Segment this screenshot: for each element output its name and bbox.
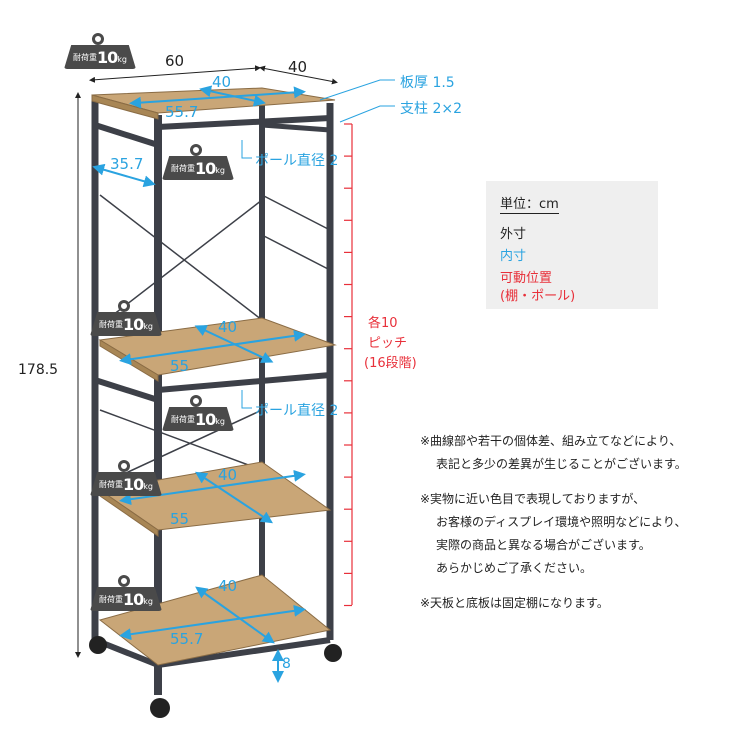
- casters: [89, 636, 342, 718]
- legend-inner: 内寸: [500, 249, 527, 264]
- height-label: 178.5: [18, 362, 59, 378]
- note-3: ※天板と底板は固定棚になります。: [420, 596, 609, 610]
- top-depth-label: 40: [212, 73, 232, 91]
- depth-label: 40: [288, 58, 308, 76]
- floor-clearance-label: 8: [282, 656, 291, 672]
- shelf2-depth-label: 40: [218, 318, 238, 336]
- width-label: 60: [165, 52, 185, 70]
- adjustable-range: (function(){const g=document.currentScri…: [344, 123, 353, 607]
- pitch-label-2: ピッチ: [368, 336, 408, 351]
- side-inner-label: 35.7: [110, 155, 144, 173]
- post-size-label: 支柱 2×2: [400, 101, 462, 117]
- legend-adjustable-sub: (棚・ポール): [500, 289, 576, 304]
- notes: ※曲線部や若干の個体差、組み立てなどにより、 表記と多少の差異が生じることがござ…: [420, 430, 687, 627]
- top-width-label: 55.7: [165, 103, 199, 121]
- legend-outer: 外寸: [500, 227, 527, 242]
- legend-unit: 単位：cm: [500, 193, 559, 214]
- note-2: ※実物に近い色目で表現しておりますが、 お客様のディスプレイ環境や照明などにより…: [420, 492, 687, 575]
- bottom-width-label: 55.7: [170, 630, 204, 648]
- pitch-label-1: 各10: [368, 316, 398, 331]
- frame: [91, 97, 334, 695]
- shelf3-depth-label: 40: [218, 466, 238, 484]
- pole-top-label: ポール直径 2: [255, 153, 339, 169]
- bottom-depth-label: 40: [218, 577, 238, 595]
- board-thickness-label: 板厚 1.5: [400, 75, 455, 91]
- pitch-label-3: (16段階): [364, 356, 417, 371]
- legend-adjustable: 可動位置: [500, 271, 553, 286]
- legend: 単位：cm 外寸 内寸 可動位置 (棚・ポール): [486, 181, 658, 309]
- pole-mid-label: ポール直径 2: [255, 403, 339, 419]
- shelf3-width-label: 55: [170, 510, 190, 528]
- shelf2-width-label: 55: [170, 357, 190, 375]
- note-1: ※曲線部や若干の個体差、組み立てなどにより、 表記と多少の差異が生じることがござ…: [420, 434, 687, 471]
